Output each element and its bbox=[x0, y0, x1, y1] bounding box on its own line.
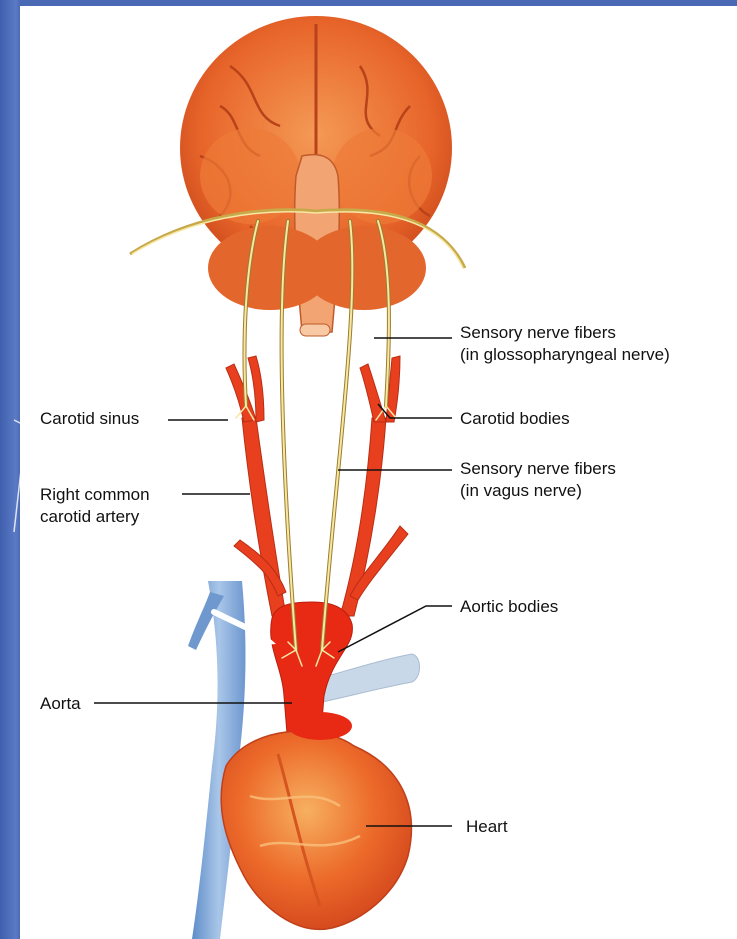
heart-illustration bbox=[221, 712, 411, 929]
label-right-common-carotid-line1: Right common bbox=[40, 484, 150, 505]
anatomy-illustration bbox=[20, 6, 737, 939]
label-aorta: Aorta bbox=[40, 693, 81, 714]
label-carotid-sinus: Carotid sinus bbox=[40, 408, 139, 429]
label-sensory-vagus-line2: (in vagus nerve) bbox=[460, 480, 582, 501]
label-carotid-bodies: Carotid bodies bbox=[460, 408, 570, 429]
label-heart: Heart bbox=[466, 816, 508, 837]
label-sensory-glosso-line2: (in glossopharyngeal nerve) bbox=[460, 344, 670, 365]
label-right-common-carotid-line2: carotid artery bbox=[40, 506, 139, 527]
carotid-arteries bbox=[226, 356, 408, 616]
figure-panel: Sensory nerve fibers (in glossopharyngea… bbox=[20, 6, 737, 939]
slide-bracket-decoration bbox=[0, 0, 40, 939]
label-sensory-vagus-line1: Sensory nerve fibers bbox=[460, 458, 616, 479]
label-aortic-bodies: Aortic bodies bbox=[460, 596, 558, 617]
label-sensory-glosso-line1: Sensory nerve fibers bbox=[460, 322, 616, 343]
brain-illustration bbox=[180, 16, 452, 336]
